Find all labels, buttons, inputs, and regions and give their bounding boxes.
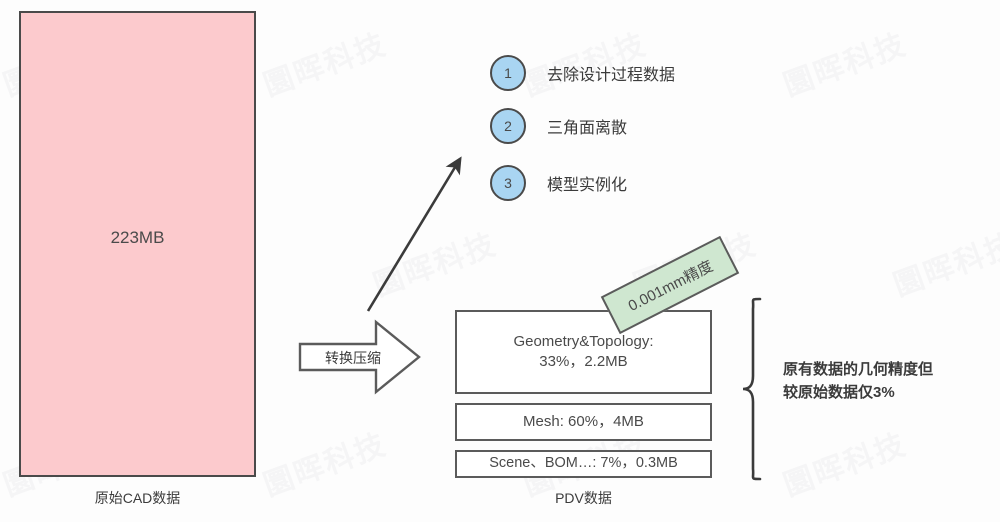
watermark-text: 圜晖科技 [779, 26, 912, 104]
pdv-box-scene-label: Scene、BOM…: 7%，0.3MB [489, 455, 678, 472]
step-item-3: 3 模型实例化 [490, 165, 627, 201]
step-label-1: 去除设计过程数据 [547, 67, 676, 84]
summary-note-line2: 较原始数据仅3% [783, 384, 895, 402]
step-badge-1: 1 [490, 55, 526, 91]
watermark-text: 圜晖科技 [779, 426, 912, 504]
summary-note-line1: 原有数据的几何精度但 [783, 361, 934, 378]
pdv-box-geometry-line2: 33%，2.2MB [539, 353, 628, 370]
step-item-2: 2 三角面离散 [490, 108, 627, 144]
step-item-1: 1 去除设计过程数据 [490, 55, 675, 91]
original-cad-rect [19, 11, 256, 477]
summary-brace-icon [742, 297, 762, 481]
watermark-text: 圜晖科技 [259, 26, 392, 104]
pdv-box-mesh: Mesh: 60%，4MB [455, 403, 712, 441]
pdv-box-scene: Scene、BOM…: 7%，0.3MB [455, 450, 712, 478]
original-cad-size-label: 223MB [110, 228, 165, 247]
pdv-box-mesh-label: Mesh: 60%，4MB [523, 412, 644, 430]
conversion-block-arrow-icon [298, 319, 421, 395]
step-badge-2: 2 [490, 108, 526, 144]
step-label-3: 模型实例化 [547, 177, 628, 194]
watermark-text: 圜晖科技 [259, 426, 392, 504]
step-badge-3: 3 [490, 165, 526, 201]
pdv-box-geometry-line1: Geometry&Topology: [513, 332, 654, 350]
diagonal-arrow-icon [366, 156, 462, 312]
step-label-2: 三角面离散 [547, 120, 628, 137]
pdv-caption: PDV数据 [555, 490, 612, 506]
summary-note: 原有数据的几何精度但 较原始数据仅3% [783, 358, 983, 405]
original-cad-caption: 原始CAD数据 [94, 490, 181, 506]
watermark-text: 圜晖科技 [889, 226, 1000, 304]
pdv-box-geometry: Geometry&Topology: 33%，2.2MB [455, 310, 712, 394]
